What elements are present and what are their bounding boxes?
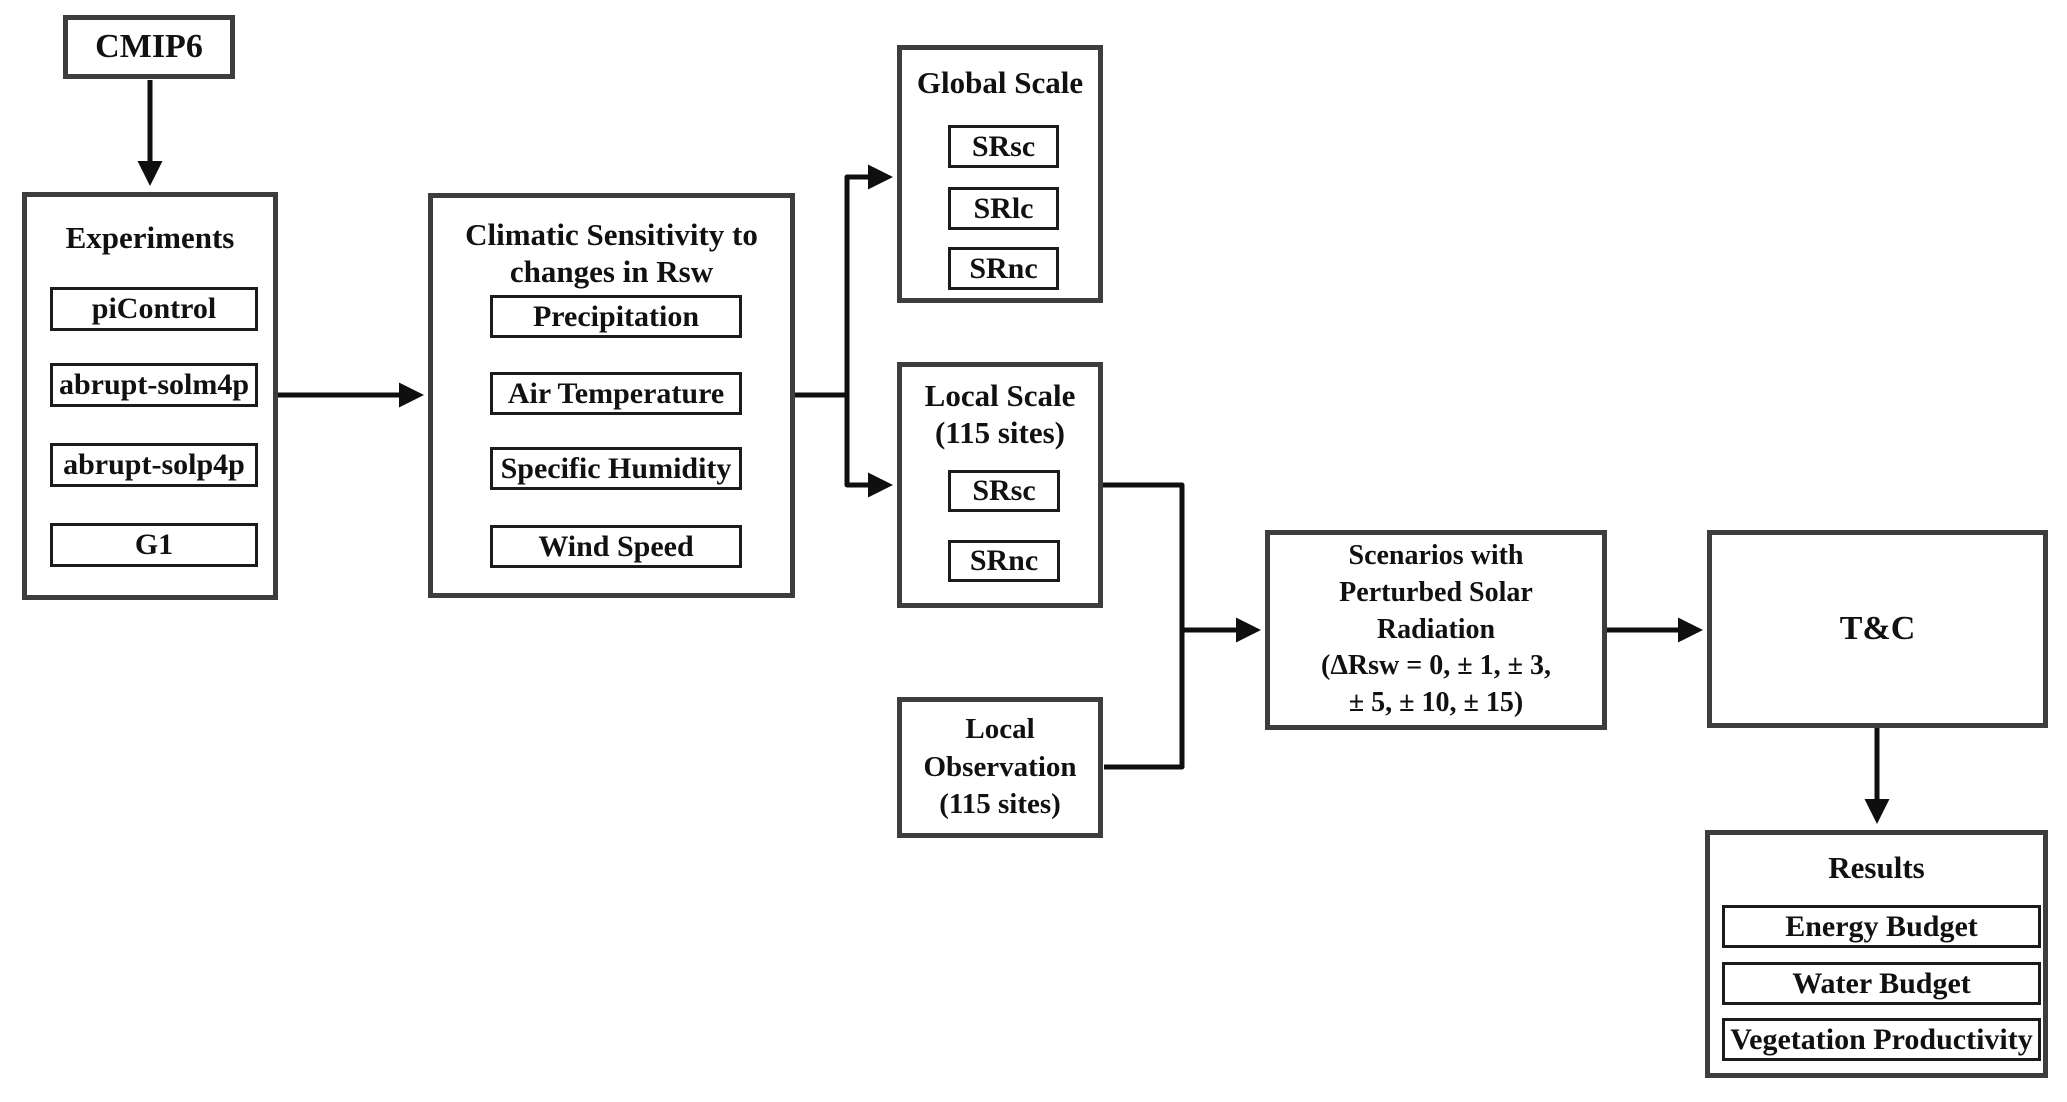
climatic-item-wind-speed: Wind Speed [490, 525, 742, 568]
tc-model-label: T&C [1839, 610, 1916, 647]
global-item-srnc: SRnc [948, 247, 1059, 290]
scenarios-line2: Perturbed Solar [1339, 576, 1533, 608]
results-item-water-budget: Water Budget [1722, 962, 2041, 1005]
local-scale-title-line2: (115 sites) [934, 415, 1065, 451]
experiment-item-picontrol: piControl [50, 287, 258, 331]
experiments-box: Experiments piControl abrupt-solm4p abru… [22, 192, 278, 600]
local-scale-item-srsc: SRsc [948, 470, 1060, 512]
experiments-title: Experiments [65, 220, 235, 255]
global-scale-box: Global Scale SRsc SRlc SRnc [897, 45, 1103, 303]
scenarios-line5: ± 5, ± 10, ± 15) [1348, 687, 1524, 719]
local-observation-line2: Observation [923, 750, 1077, 783]
climatic-item-precipitation: Precipitation [490, 295, 742, 338]
scenarios-line1: Scenarios with [1348, 539, 1524, 571]
local-scale-title-line1: Local Scale [924, 378, 1076, 413]
arrow-climatic-to-local [844, 395, 893, 498]
cmip6-label: CMIP6 [95, 28, 203, 65]
results-box: Results Energy Budget Water Budget Veget… [1705, 830, 2048, 1078]
arrow-climatic-to-global [795, 164, 893, 398]
cmip6-box: CMIP6 [63, 15, 235, 79]
results-item-vegetation-productivity: Vegetation Productivity [1722, 1018, 2041, 1061]
results-item-energy-budget: Energy Budget [1722, 905, 2041, 948]
scenarios-box: Scenarios with Perturbed Solar Radiation… [1265, 530, 1607, 730]
climatic-title-line2: changes in Rsw [509, 254, 714, 290]
local-observation-line3: (115 sites) [939, 788, 1061, 821]
local-observation-line1: Local [965, 712, 1035, 745]
scenarios-line4: (ΔRsw = 0, ± 1, ± 3, [1321, 650, 1551, 682]
experiment-item-abrupt-solp4p: abrupt-solp4p [50, 443, 258, 487]
climatic-sensitivity-box: Climatic Sensitivity to changes in Rsw P… [428, 193, 795, 598]
climatic-title-line1: Climatic Sensitivity to [465, 217, 758, 252]
climatic-item-air-temperature: Air Temperature [490, 372, 742, 415]
global-scale-title: Global Scale [916, 65, 1084, 100]
local-scale-title: Local Scale (115 sites) [902, 377, 1098, 451]
global-item-srlc: SRlc [948, 187, 1059, 230]
global-item-srsc: SRsc [948, 125, 1059, 168]
scenarios-line3: Radiation [1376, 613, 1496, 645]
local-observation-box: Local Observation (115 sites) [897, 697, 1103, 838]
climatic-item-specific-humidity: Specific Humidity [490, 447, 742, 490]
local-scale-box: Local Scale (115 sites) SRsc SRnc [897, 362, 1103, 608]
tc-model-box: T&C [1707, 530, 2048, 728]
experiment-item-g1: G1 [50, 523, 258, 567]
line-local-junction [1102, 482, 1185, 770]
local-scale-item-srnc: SRnc [948, 540, 1060, 582]
climatic-sensitivity-title: Climatic Sensitivity to changes in Rsw [433, 216, 790, 290]
experiment-item-abrupt-solm4p: abrupt-solm4p [50, 363, 258, 407]
results-title: Results [1828, 850, 1925, 885]
